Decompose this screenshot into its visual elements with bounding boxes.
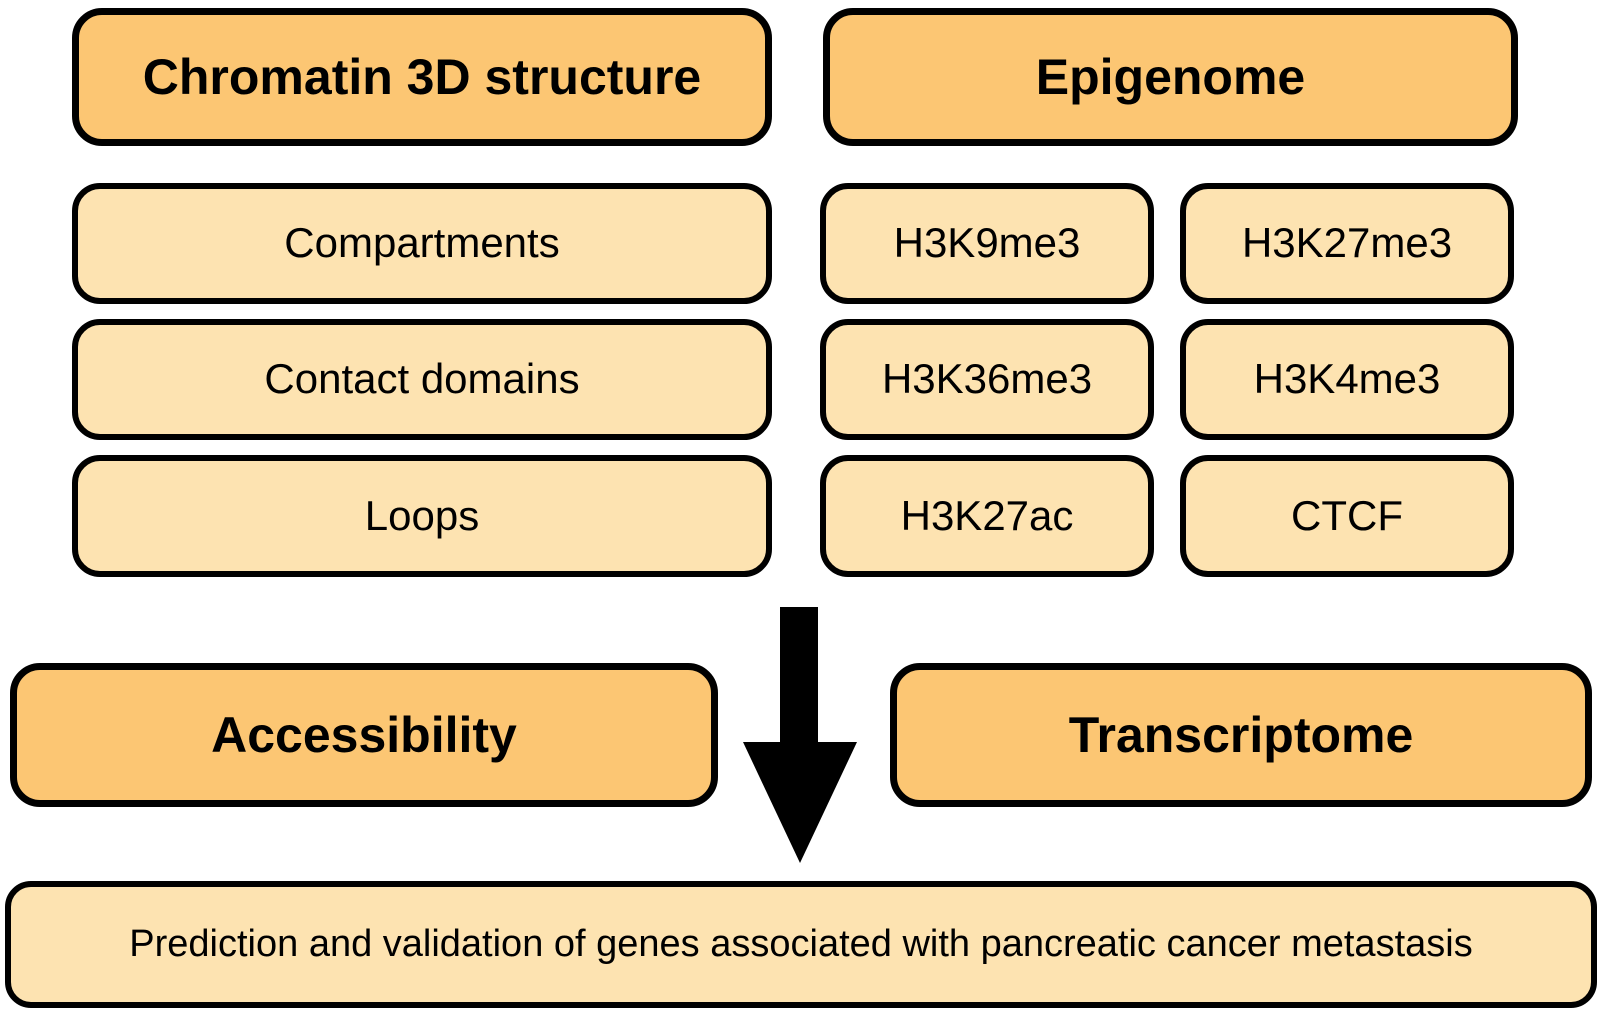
transcriptome-box: Transcriptome [890,663,1592,807]
epigenome-item-h3k27me3: H3K27me3 [1180,183,1514,304]
chromatin-3d-structure-header: Chromatin 3D structure [72,8,772,146]
prediction-result-box: Prediction and validation of genes assoc… [5,881,1597,1008]
epigenome-item-h3k36me3: H3K36me3 [820,319,1154,440]
epigenome-header: Epigenome [823,8,1518,146]
epigenome-item-h3k27ac: H3K27ac [820,455,1154,577]
compartments-box: Compartments [72,183,772,304]
down-arrow-icon [743,607,857,863]
contact-domains-box: Contact domains [72,319,772,440]
loops-box: Loops [72,455,772,577]
epigenome-item-h3k4me3: H3K4me3 [1180,319,1514,440]
accessibility-box: Accessibility [10,663,718,807]
epigenome-item-h3k9me3: H3K9me3 [820,183,1154,304]
epigenome-item-ctcf: CTCF [1180,455,1514,577]
